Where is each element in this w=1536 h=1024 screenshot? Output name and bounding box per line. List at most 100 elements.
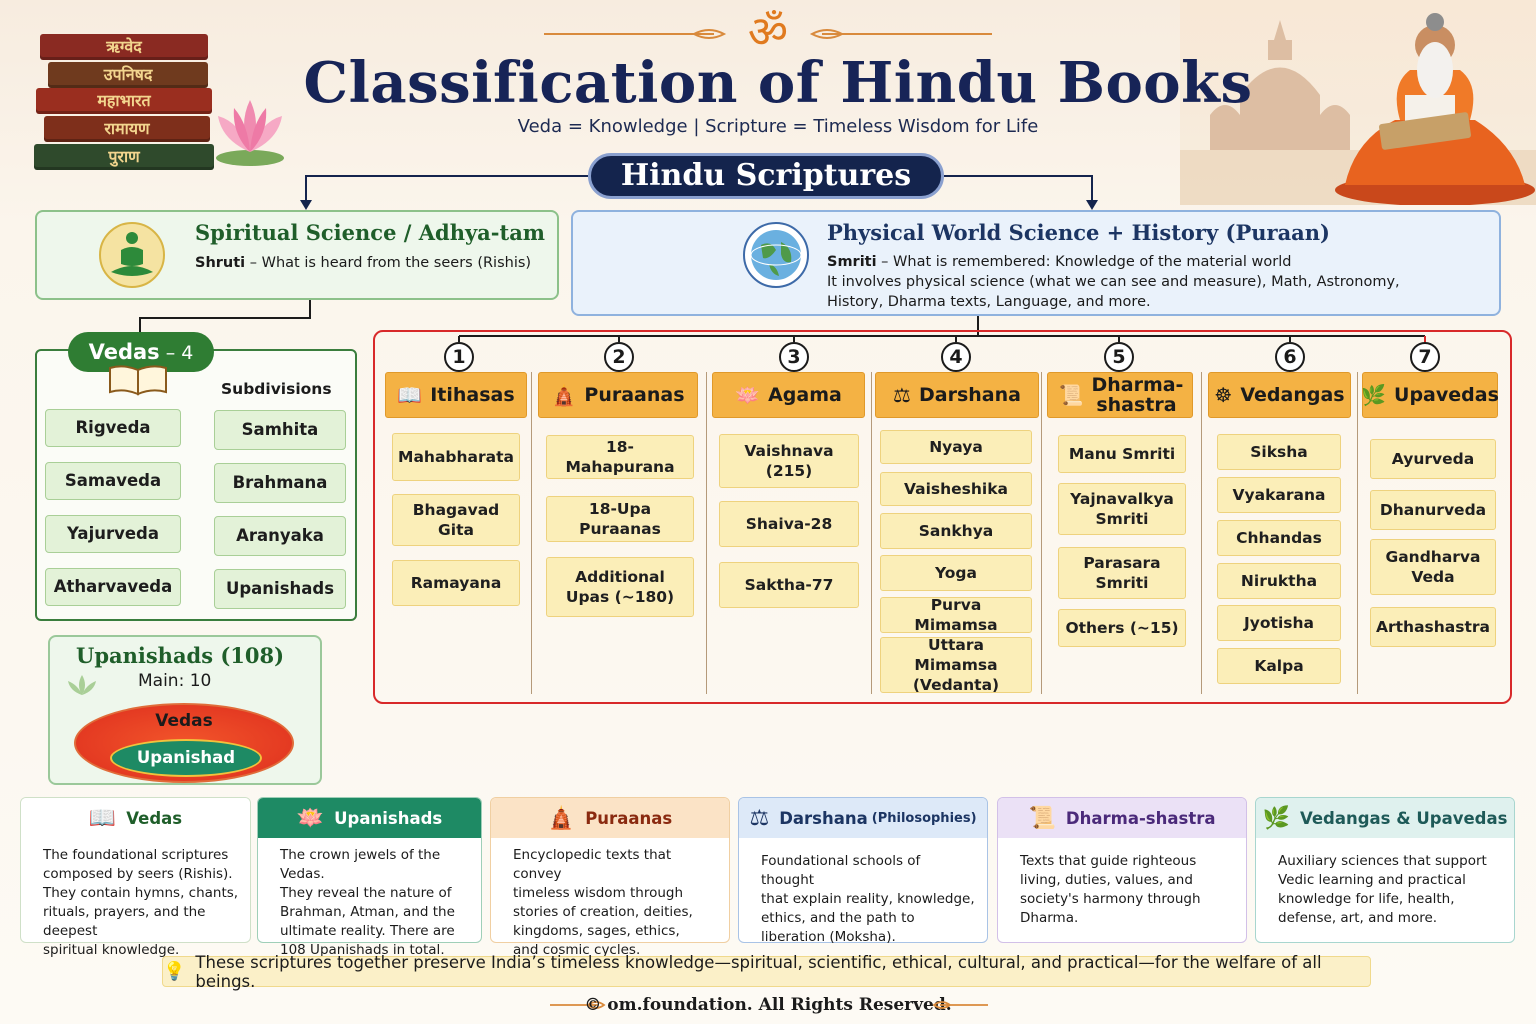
card-text-line: Brahman, Atman, and the <box>280 904 455 920</box>
category-item: Bhagavad Gita <box>392 494 520 546</box>
category-header: ☸Vedangas <box>1208 372 1351 418</box>
card-text-line: Auxiliary sciences that support <box>1278 853 1487 869</box>
card-text-line: Vedic learning and practical <box>1278 872 1466 888</box>
card-text-line: They contain hymns, chants, <box>43 885 239 901</box>
lotus-icon <box>68 675 96 695</box>
lotus-icon: 🪷 <box>296 805 325 831</box>
temple-icon: 🛕 <box>551 383 577 407</box>
card-text-line: 108 Upanishads in total. <box>280 942 445 958</box>
sage-temple-illustration <box>1180 0 1536 205</box>
om-symbol: ॐ <box>747 7 789 58</box>
copyright: © om.foundation. All Rights Reserved. <box>584 995 952 1015</box>
vedas-outer-ellipse: Vedas Upanishad <box>74 703 294 783</box>
category-header: 📜 Dharma-shastra <box>1047 372 1193 418</box>
leaf-icon: 🌿 <box>1361 383 1387 407</box>
card-title: Darshana <box>779 808 868 828</box>
category-item: Ayurveda <box>1370 439 1496 479</box>
category-number: 3 <box>779 342 809 372</box>
card-header: 🛕 Puraanas <box>491 798 729 838</box>
category-item: Siksha <box>1217 434 1341 470</box>
card-title: Puraanas <box>585 808 673 828</box>
card-title: Vedas <box>126 808 183 828</box>
scales-icon: ⚖ <box>749 805 770 831</box>
summary-note: 💡 These scriptures together preserve Ind… <box>162 953 1371 991</box>
card-text-line: Dharma. <box>1020 910 1079 926</box>
category-header: 🛕 Puraanas <box>538 372 698 418</box>
category-label: Itihasas <box>430 384 515 406</box>
category-label: Vedangas <box>1240 384 1345 406</box>
category-number: 5 <box>1104 342 1134 372</box>
category-item: 18-Upa Puraanas <box>546 496 694 542</box>
category-item: Manu Smriti <box>1058 435 1186 473</box>
upanishads-main: Main: 10 <box>138 671 212 691</box>
category-item: Sankhya <box>880 513 1032 549</box>
smriti-term: Smriti <box>827 254 877 270</box>
category-label: Dharma-shastra <box>1091 374 1184 416</box>
card-text-line: defense, art, and more. <box>1278 910 1438 926</box>
card-text-line: and cosmic cycles. <box>513 942 641 958</box>
veda-subdivision-item: Brahmana <box>214 463 346 503</box>
category-number: 2 <box>604 342 634 372</box>
category-item: Additional Upas (~180) <box>546 557 694 617</box>
card-text-line: The crown jewels of the Vedas. <box>280 847 441 882</box>
veda-subdivision-item: Aranyaka <box>214 516 346 556</box>
category-item: Yajnavalkya Smriti <box>1058 483 1186 535</box>
category-item: Vyakarana <box>1217 477 1341 513</box>
category-item: Arthashastra <box>1370 607 1496 647</box>
card-subtitle: (Philosophies) <box>871 810 977 826</box>
category-item: Others (~15) <box>1058 609 1186 647</box>
meditation-icon <box>99 222 165 288</box>
category-item: Ramayana <box>392 560 520 606</box>
card-text-line: society's harmony through <box>1020 891 1201 907</box>
ornament-right <box>809 29 992 39</box>
card-title: Upanishads <box>334 808 443 828</box>
upanishads-box: Upanishads (108) Main: 10 Vedas Upanisha… <box>48 635 322 785</box>
vedas-label: Vedas <box>88 340 160 364</box>
category-label: Puraanas <box>584 384 685 406</box>
vedas-label-pill: Vedas – 4 <box>68 332 214 372</box>
category-item: Dhanurveda <box>1370 490 1496 530</box>
category-item: Shaiva-28 <box>719 501 859 547</box>
page-subtitle: Veda = Knowledge | Scripture = Timeless … <box>517 116 1039 137</box>
card-text-line: stories of creation, deities, <box>513 904 693 920</box>
card-header: 📖 Vedas <box>21 798 250 838</box>
column-divider <box>871 372 872 694</box>
card-title: Dharma-shastra <box>1065 808 1216 828</box>
category-number: 7 <box>1410 342 1440 372</box>
temple-icon: 🛕 <box>547 805 576 831</box>
book-spine: ऋग्वेद <box>40 34 208 60</box>
category-number: 4 <box>941 342 971 372</box>
globe-icon <box>743 222 809 288</box>
book-spine: रामायण <box>44 116 210 142</box>
category-item: Saktha-77 <box>719 562 859 608</box>
physical-science-panel: Physical World Science + History (Puraan… <box>571 210 1501 316</box>
upanishads-title: Upanishads (108) <box>76 643 285 668</box>
category-label: Darshana <box>918 384 1021 406</box>
scroll-icon: 📜 <box>1058 383 1084 407</box>
category-label: Agama <box>768 384 842 406</box>
card-text-line: liberation (Moksha). <box>761 929 896 945</box>
column-divider <box>1201 372 1202 694</box>
card-text-line: Foundational schools of thought <box>761 853 921 888</box>
card-text-line: timeless wisdom through <box>513 885 684 901</box>
card-header: 📜 Dharma-shastra <box>998 798 1246 838</box>
category-item: 18-Mahapurana <box>546 435 694 479</box>
vedas-outer-label: Vedas <box>155 711 213 731</box>
spiritual-science-panel: Spiritual Science / Adhya-tam Shruti – W… <box>35 210 559 300</box>
book-spine: उपनिषद <box>48 62 208 88</box>
category-number: 6 <box>1275 342 1305 372</box>
shruti-desc: – What is heard from the seers (Rishis) <box>245 255 532 271</box>
column-divider <box>706 372 707 694</box>
book-spine: पुराण <box>34 144 214 170</box>
description-card: ⚖ Darshana(Philosophies) Foundational scho… <box>738 797 988 945</box>
veda-subdivision-item: Samhita <box>214 410 346 450</box>
category-header: 🌿Upavedas <box>1361 372 1499 418</box>
scroll-icon: 📜 <box>1028 805 1056 831</box>
book-icon: 📖 <box>88 805 117 831</box>
category-item: Nyaya <box>880 430 1032 464</box>
shruti-term: Shruti <box>195 255 246 271</box>
